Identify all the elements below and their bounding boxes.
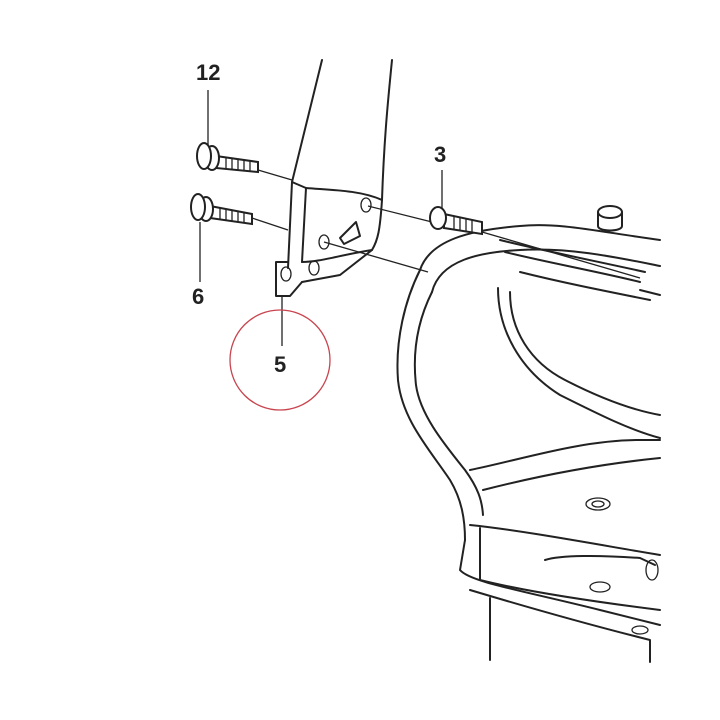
highlight-circle	[229, 309, 331, 411]
bolt-6	[190, 193, 253, 226]
bracket-arm	[275, 59, 393, 297]
callout-6: 6	[192, 284, 204, 309]
bolt-12	[196, 142, 259, 174]
callout-5: 5	[274, 352, 286, 377]
bolt-3	[429, 206, 483, 236]
callout-3: 3	[434, 142, 446, 167]
callout-12: 12	[196, 60, 220, 85]
leader-lines	[199, 90, 641, 346]
frame-housing	[396, 205, 661, 663]
